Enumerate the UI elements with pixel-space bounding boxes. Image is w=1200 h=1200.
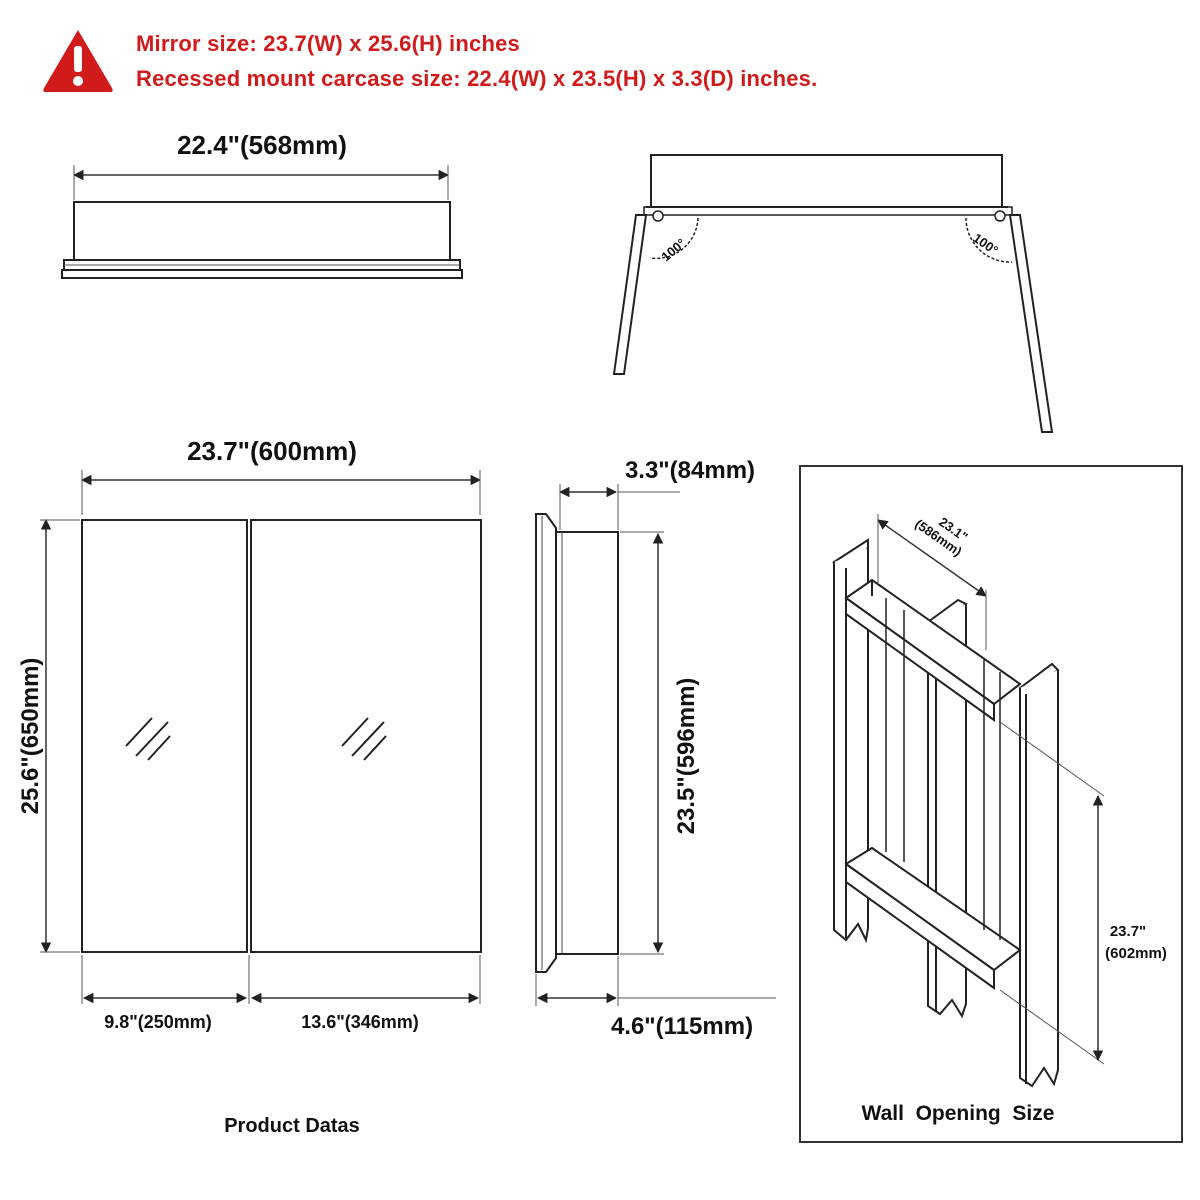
opening-height-label-mm: (602mm) — [1105, 945, 1167, 962]
right-angle-arc — [965, 217, 1013, 263]
opening-width-dimension-line — [877, 519, 987, 597]
wall-opening-caption: Wall Opening Size — [862, 1102, 1055, 1125]
wall-stud — [1018, 662, 1060, 1088]
carcase-size-note: Recessed mount carcase size: 22.4(W) x 2… — [136, 66, 818, 91]
top-view: 22.4"(568mm) — [61, 130, 463, 279]
front-height-label: 25.6"(650mm) — [17, 658, 44, 815]
frame-top-edge — [61, 269, 463, 279]
mirror-frame-profile — [535, 513, 557, 973]
mirror-glare-icon — [125, 717, 171, 761]
left-angle-arc — [649, 217, 699, 260]
top-width-label: 22.4"(568mm) — [177, 130, 347, 160]
left-door-label: 9.8"(250mm) — [104, 1012, 212, 1032]
opening-inner-edges — [885, 598, 1001, 940]
hinge-icon — [994, 210, 1006, 222]
side-height-label: 23.5"(596mm) — [673, 678, 700, 835]
side-view: 3.3"(84mm) 23.5"(596mm) 4.6"(115mm) — [535, 457, 776, 1040]
right-door-open — [1008, 214, 1054, 433]
front-view: 23.7"(600mm) 25.6"(650mm) 9.8"(250mm) 13… — [17, 436, 482, 1137]
mirror-glare-icon — [341, 717, 387, 761]
hinge-icon — [652, 210, 664, 222]
product-datas-caption: Product Datas — [224, 1115, 360, 1137]
right-angle-label: 100° — [970, 230, 1001, 258]
left-door-open — [612, 214, 648, 375]
carcase-top-outline — [73, 201, 451, 261]
carcase-open-outline — [650, 154, 1003, 208]
opening-height-label-in: 23.7" — [1110, 923, 1146, 940]
warning-triangle-icon — [43, 30, 113, 92]
right-door-label: 13.6"(346mm) — [301, 1012, 419, 1032]
wall-sill-bottom — [844, 846, 1022, 990]
left-angle-label: 100° — [658, 236, 688, 265]
right-mirror-door — [250, 519, 482, 953]
wall-stud — [831, 538, 869, 944]
wall-opening-panel: 23.1" (586mm) 23.7" (602mm) Wall Opening… — [799, 465, 1183, 1143]
front-width-label: 23.7"(600mm) — [187, 436, 357, 466]
open-doors-view: 100° 100° — [612, 154, 1054, 433]
left-mirror-door — [81, 519, 248, 953]
carcase-side-outline — [555, 531, 619, 955]
total-depth-label: 4.6"(115mm) — [611, 1013, 753, 1040]
wall-header-top — [844, 578, 1022, 722]
side-depth-label: 3.3"(84mm) — [625, 457, 755, 484]
mirror-size-note: Mirror size: 23.7(W) x 25.6(H) inches — [136, 31, 520, 56]
